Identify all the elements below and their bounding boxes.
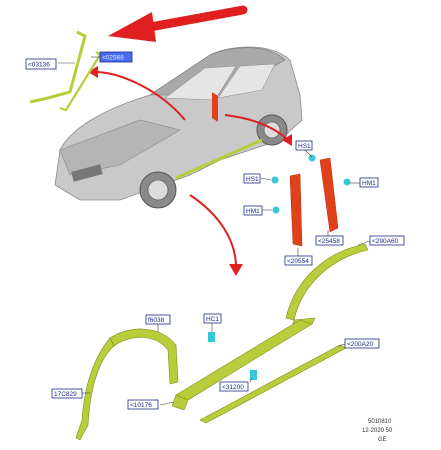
- car-illustration: [54, 46, 303, 209]
- callout-hm1-left: HM1: [243, 205, 263, 216]
- front-wheel-arch-moulding: [75, 328, 179, 441]
- leader-arrow-trim: [88, 66, 186, 121]
- clip-hc1-icon: [208, 332, 215, 342]
- callout-10176: <10176: [127, 399, 159, 410]
- svg-text:<200A20: <200A20: [347, 341, 374, 348]
- callout-f6038: f6038: [145, 314, 171, 325]
- svg-text:HC1: HC1: [206, 316, 219, 323]
- svg-text:<02568: <02568: [102, 55, 124, 62]
- svg-text:<31200: <31200: [222, 384, 244, 391]
- svg-text:<03136: <03136: [28, 62, 50, 69]
- svg-text:f6038: f6038: [148, 317, 165, 324]
- svg-text:HS1: HS1: [298, 143, 311, 150]
- clip-hs1-left-icon: [271, 176, 279, 184]
- svg-text:17C829: 17C829: [54, 391, 77, 398]
- b-pillar-panel-large: [319, 157, 339, 233]
- svg-text:<25458: <25458: [318, 238, 340, 245]
- callout-25458: <25458: [315, 235, 344, 246]
- clip-hm1-left-icon: [272, 206, 280, 214]
- clip-31200-icon: [250, 370, 257, 380]
- callout-hc1: HC1: [203, 313, 222, 324]
- b-pillar-panel-small: [289, 173, 303, 247]
- footer-code: 5010810: [368, 419, 392, 425]
- callout-290a60: <290A60: [369, 235, 405, 246]
- svg-text:<290A60: <290A60: [372, 238, 399, 245]
- clip-hm1-right-icon: [343, 178, 351, 186]
- callout-hs1-left: HS1: [243, 173, 261, 184]
- footer-date: 12-2020 50: [362, 428, 393, 434]
- svg-text:HM1: HM1: [362, 180, 376, 187]
- callout-03136: <03136: [25, 58, 57, 70]
- indicator-arrow-top: [108, 5, 248, 42]
- leader-arrow-pillar: [224, 114, 292, 146]
- callout-02568: <02568: [99, 51, 133, 63]
- callout-hs1-top: HS1: [295, 140, 313, 151]
- svg-text:HM1: HM1: [246, 208, 260, 215]
- sill-moulding: [171, 319, 313, 411]
- leader-arrow-lower: [189, 194, 243, 276]
- svg-text:<20554: <20554: [287, 258, 309, 265]
- footer-region: GE: [378, 437, 387, 443]
- callout-hm1-right: HM1: [359, 177, 379, 188]
- callout-20554: <20554: [284, 255, 313, 266]
- callout-200a20: <200A20: [344, 338, 380, 349]
- callout-31200: <31200: [219, 381, 249, 392]
- svg-text:<10176: <10176: [130, 402, 152, 409]
- roof-trim-strip: [29, 30, 102, 112]
- callout-17c829: 17C829: [51, 388, 83, 399]
- svg-text:HS1: HS1: [246, 176, 259, 183]
- clip-hs1-top-icon: [308, 154, 316, 162]
